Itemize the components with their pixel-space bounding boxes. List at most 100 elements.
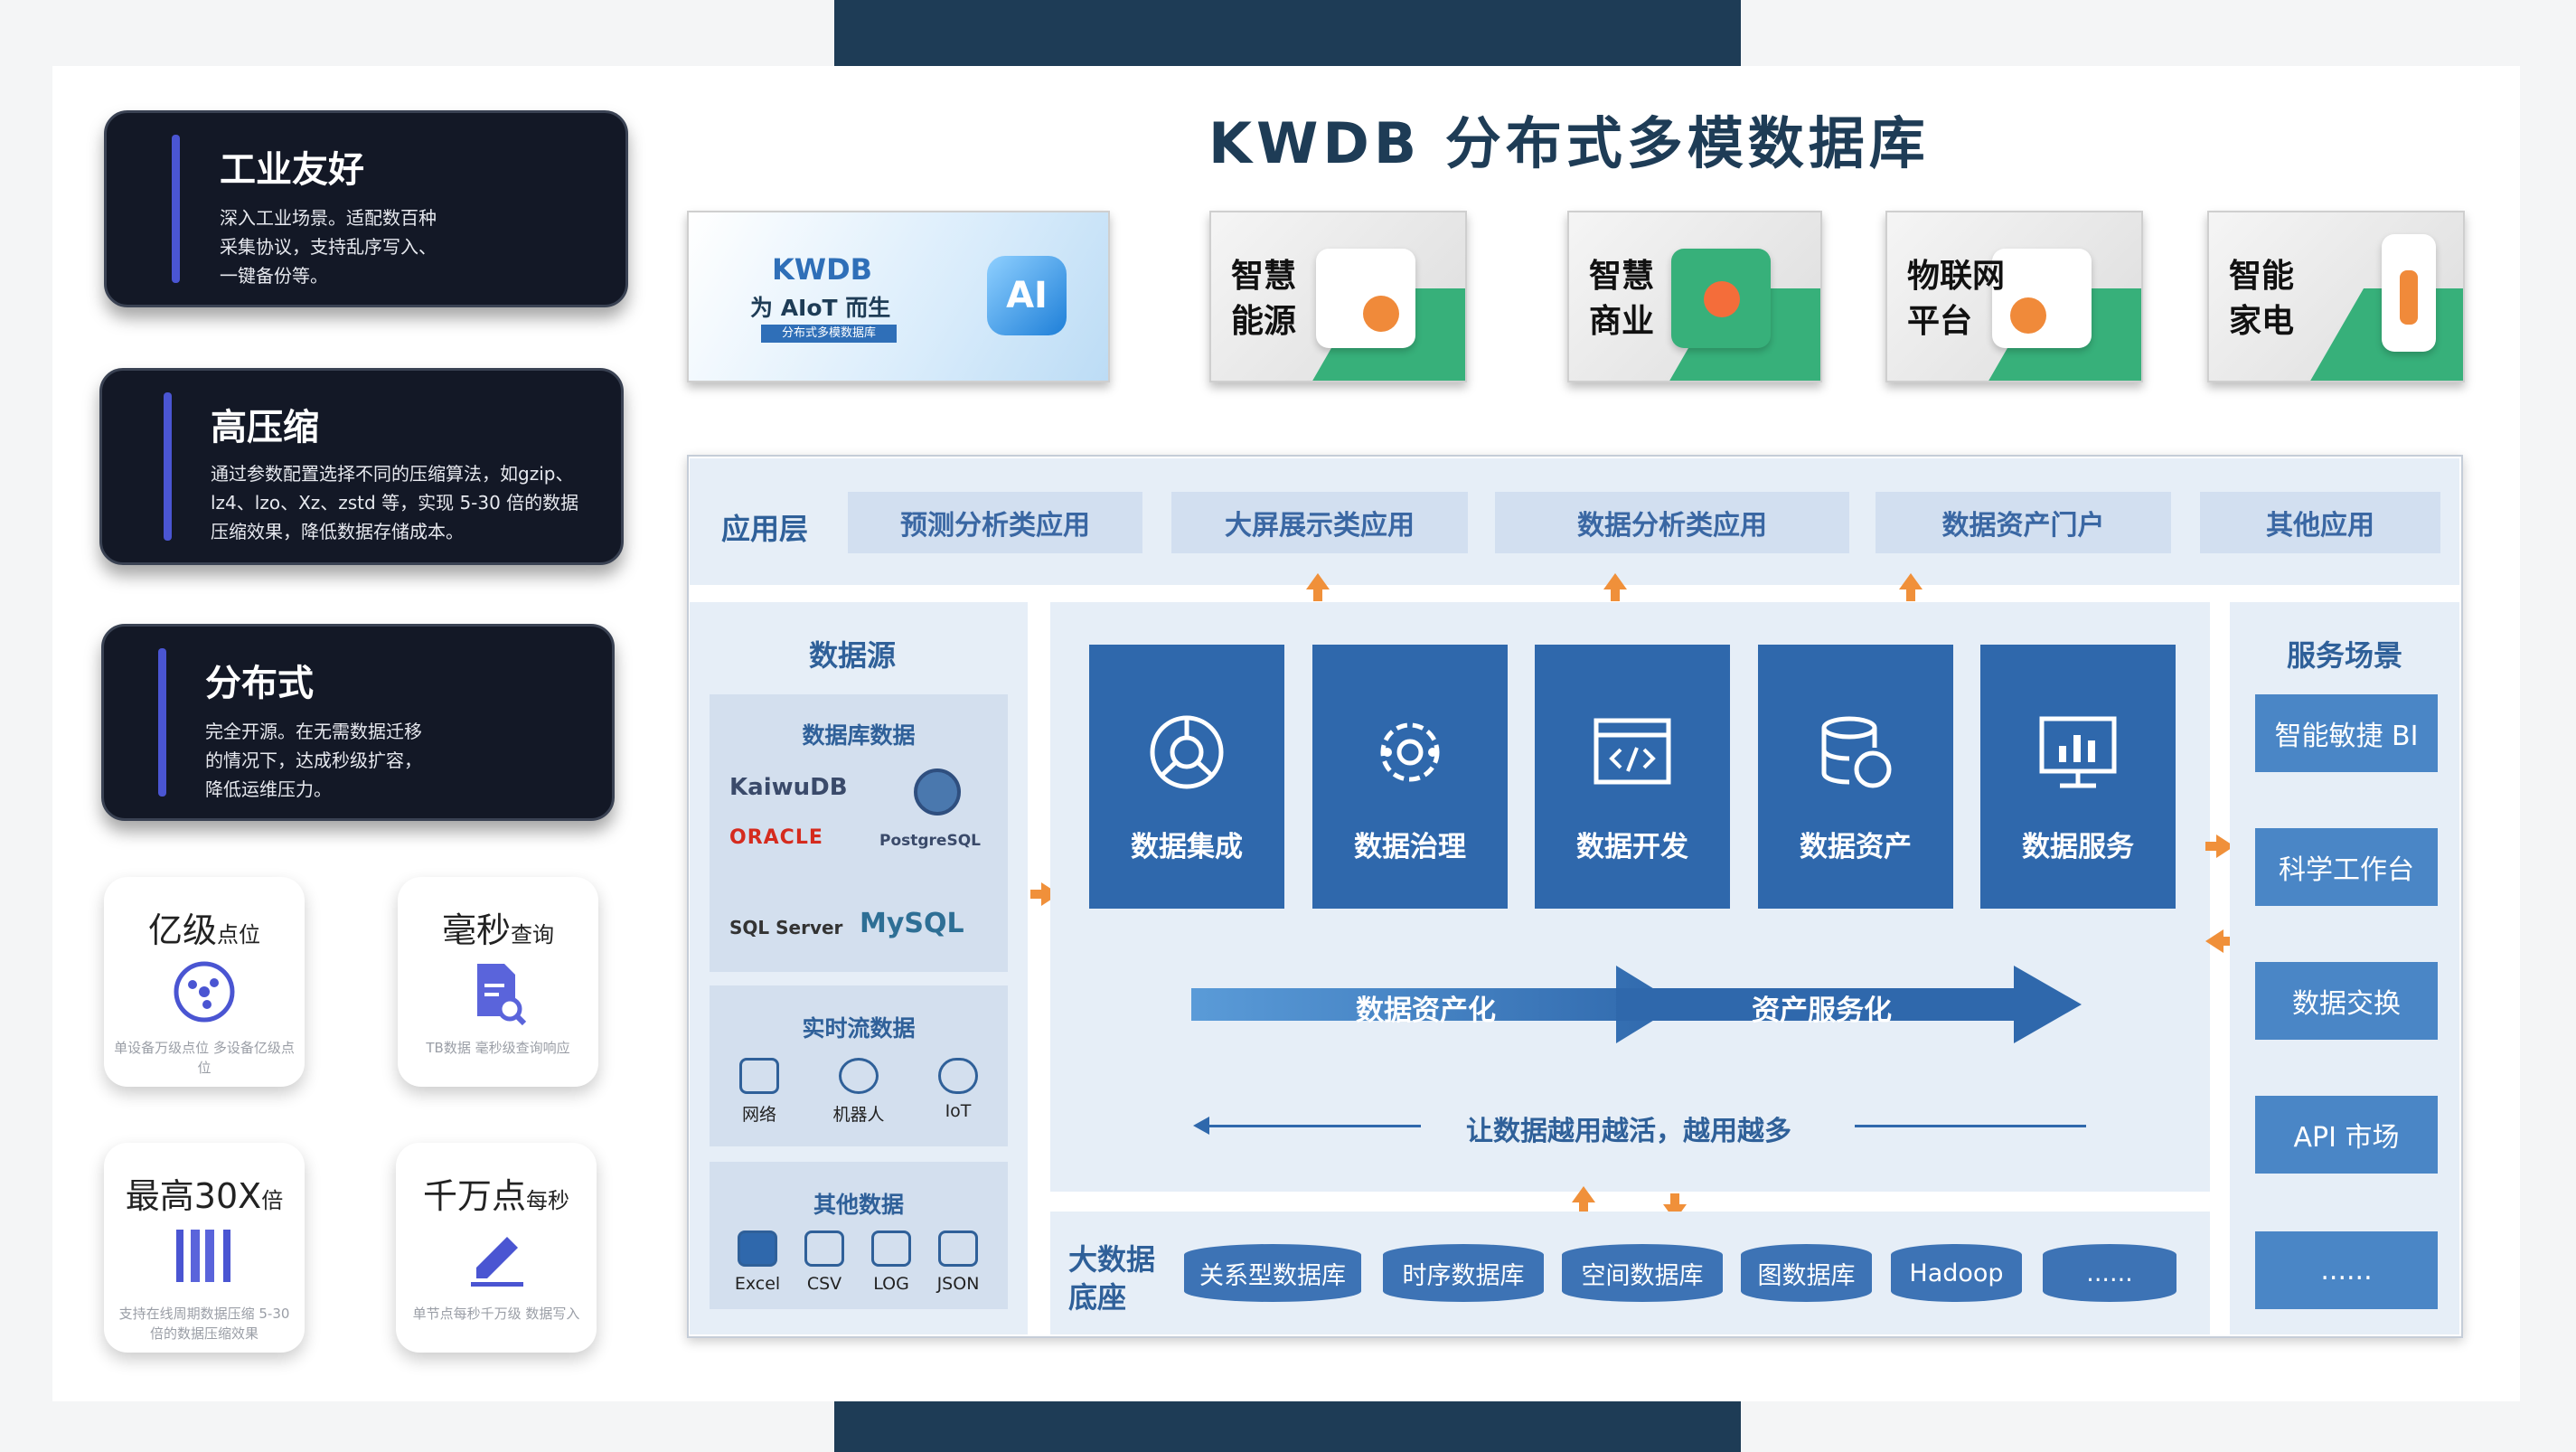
arrow-stem: [1906, 589, 1915, 601]
app-item: 大屏展示类应用: [1171, 492, 1468, 553]
arrow-up: [1572, 1186, 1595, 1202]
bigdata-base-label: 大数据 底座: [1068, 1242, 1156, 1315]
other-data-label: 其他数据: [813, 1192, 904, 1218]
feature-title: 工业友好: [220, 149, 364, 191]
banner-brand: KWDB: [772, 252, 873, 287]
base-timeseries-db: 时序数据库: [1383, 1244, 1544, 1302]
stat-title: 毫秒查询: [441, 910, 554, 950]
search-document-icon: [477, 964, 527, 1025]
excel-item: Excel: [726, 1230, 789, 1294]
feature-card-industrial: 工业友好 深入工业场景。适配数百种采集协议，支持乱序写入、一键备份等。: [104, 110, 628, 307]
scene-smart-energy: 智慧 能源: [1209, 211, 1467, 382]
feature-card-compression: 高压缩 通过参数配置选择不同的压缩算法，如gzip、lz4、lzo、Xz、zst…: [99, 368, 624, 565]
stat-desc: 单设备万级点位 多设备亿级点位: [114, 1040, 295, 1076]
service-label: 服务场景: [2287, 638, 2403, 673]
log-icon: [871, 1230, 911, 1267]
stat-desc: 支持在线周期数据压缩 5-30 倍的数据压缩效果: [118, 1306, 290, 1342]
top-tab-decoration: [834, 0, 1741, 66]
banner-tag: 分布式多模数据库: [761, 325, 897, 343]
accent-bar: [158, 648, 166, 797]
network-icon: [739, 1058, 779, 1094]
arrow-stem: [2205, 842, 2216, 851]
stat-card-query: 毫秒查询 TB数据 毫秒级查询响应: [398, 877, 598, 1087]
stat-card-write: 千万点每秒 单节点每秒千万级 数据写入: [396, 1143, 597, 1353]
bottom-tab-decoration: [834, 1401, 1741, 1452]
stat-desc: 单节点每秒千万级 数据写入: [412, 1306, 580, 1322]
sqlserver-logo: SQL Server: [729, 917, 843, 938]
ai-badge: AI: [987, 256, 1067, 335]
log-item: LOG: [860, 1230, 923, 1294]
energy-device-icon: [1316, 249, 1415, 348]
core-label: 数据资产: [1800, 831, 1912, 863]
back-flow-arrowhead: [1193, 1117, 1209, 1135]
iot-signal-icon: [938, 1058, 978, 1094]
csv-item: CSV: [793, 1230, 856, 1294]
feature-title: 分布式: [205, 663, 314, 704]
arrow-stem: [1670, 1193, 1679, 1204]
core-data-development: 数据开发: [1535, 645, 1730, 909]
feature-title: 高压缩: [211, 407, 319, 448]
back-flow-line: [1202, 1125, 1421, 1127]
service-workbench: 科学工作台: [2255, 828, 2438, 906]
datasource-label: 数据源: [809, 638, 897, 673]
scene-label: 智能 家电: [2229, 258, 2295, 340]
network-item: 网络: [728, 1058, 791, 1126]
arrow-left: [2205, 929, 2223, 953]
core-label: 数据集成: [1131, 831, 1243, 863]
service-api-market: API 市场: [2255, 1096, 2438, 1174]
db-data-label: 数据库数据: [802, 722, 916, 749]
service-data-exchange: 数据交换: [2255, 962, 2438, 1040]
store-icon: [1671, 249, 1771, 348]
asset-flow-arrow: [1191, 966, 2082, 1043]
json-item: JSON: [926, 1230, 990, 1294]
base-more: ......: [2043, 1244, 2176, 1302]
stream-data-label: 实时流数据: [802, 1015, 916, 1042]
feature-desc: 深入工业场景。适配数百种采集协议，支持乱序写入、一键备份等。: [220, 207, 437, 287]
arrow-up: [1603, 573, 1627, 589]
core-data-integration: 数据集成: [1089, 645, 1284, 909]
app-item: 数据分析类应用: [1495, 492, 1849, 553]
accent-bar: [172, 135, 180, 283]
robot-arm-icon: [839, 1058, 879, 1094]
core-data-governance: 数据治理: [1312, 645, 1508, 909]
base-spatial-db: 空间数据库: [1562, 1244, 1723, 1302]
dashboard-chart-icon: [2039, 716, 2117, 788]
base-hadoop: Hadoop: [1891, 1244, 2022, 1302]
integration-icon: [1150, 715, 1224, 789]
scene-iot-platform: 物联网 平台: [1885, 211, 2143, 382]
arrow-up: [1899, 573, 1923, 589]
excel-icon: [738, 1230, 777, 1267]
network-icon: [174, 961, 235, 1023]
back-flow-line: [1855, 1125, 2086, 1127]
flow-left-label: 数据资产化: [1356, 995, 1496, 1027]
iot-monitor-icon: [1992, 249, 2092, 348]
arrow-stem: [1611, 589, 1620, 601]
stat-card-compression: 最高30X倍 支持在线周期数据压缩 5-30 倍的数据压缩效果: [104, 1143, 305, 1353]
feature-card-distributed: 分布式 完全开源。在无需数据迁移的情况下，达成秒级扩容，降低运维压力。: [101, 624, 615, 821]
core-data-services: 数据服务: [1980, 645, 2176, 909]
database-coin-icon: [1821, 716, 1892, 788]
scene-label: 物联网 平台: [1907, 258, 2006, 340]
app-item: 数据资产门户: [1876, 492, 2171, 553]
oracle-logo: ORACLE: [729, 826, 823, 849]
feature-desc: 完全开源。在无需数据迁移的情况下，达成秒级扩容，降低运维压力。: [205, 721, 422, 800]
core-label: 数据治理: [1354, 831, 1466, 863]
arrow-stem: [1030, 890, 1041, 899]
compression-icon: [176, 1230, 230, 1282]
banner-slogan: 为 AIoT 而生: [750, 295, 891, 321]
iot-item: IoT: [926, 1058, 990, 1121]
page-title: KWDB 分布式多模数据库: [1208, 110, 1930, 176]
kaiwudb-logo: KaiwuDB: [729, 774, 848, 801]
kwdb-aiot-banner: KWDB 为 AIoT 而生 分布式多模数据库 AI: [687, 211, 1110, 382]
back-flow-label: 让数据越用越活，越用越多: [1466, 1116, 1791, 1147]
robot-item: 机器人: [827, 1058, 890, 1126]
arrow-stem: [1313, 589, 1322, 601]
core-data-assets: 数据资产: [1758, 645, 1953, 909]
core-label: 数据开发: [1576, 831, 1688, 863]
core-label: 数据服务: [2022, 831, 2134, 863]
scene-smart-commerce: 智慧 商业: [1567, 211, 1822, 382]
pen-icon: [471, 1237, 523, 1287]
stream-data-panel: 实时流数据 网络 机器人 IoT: [710, 985, 1008, 1146]
appliance-icon: [2382, 234, 2436, 352]
json-icon: [938, 1230, 978, 1267]
